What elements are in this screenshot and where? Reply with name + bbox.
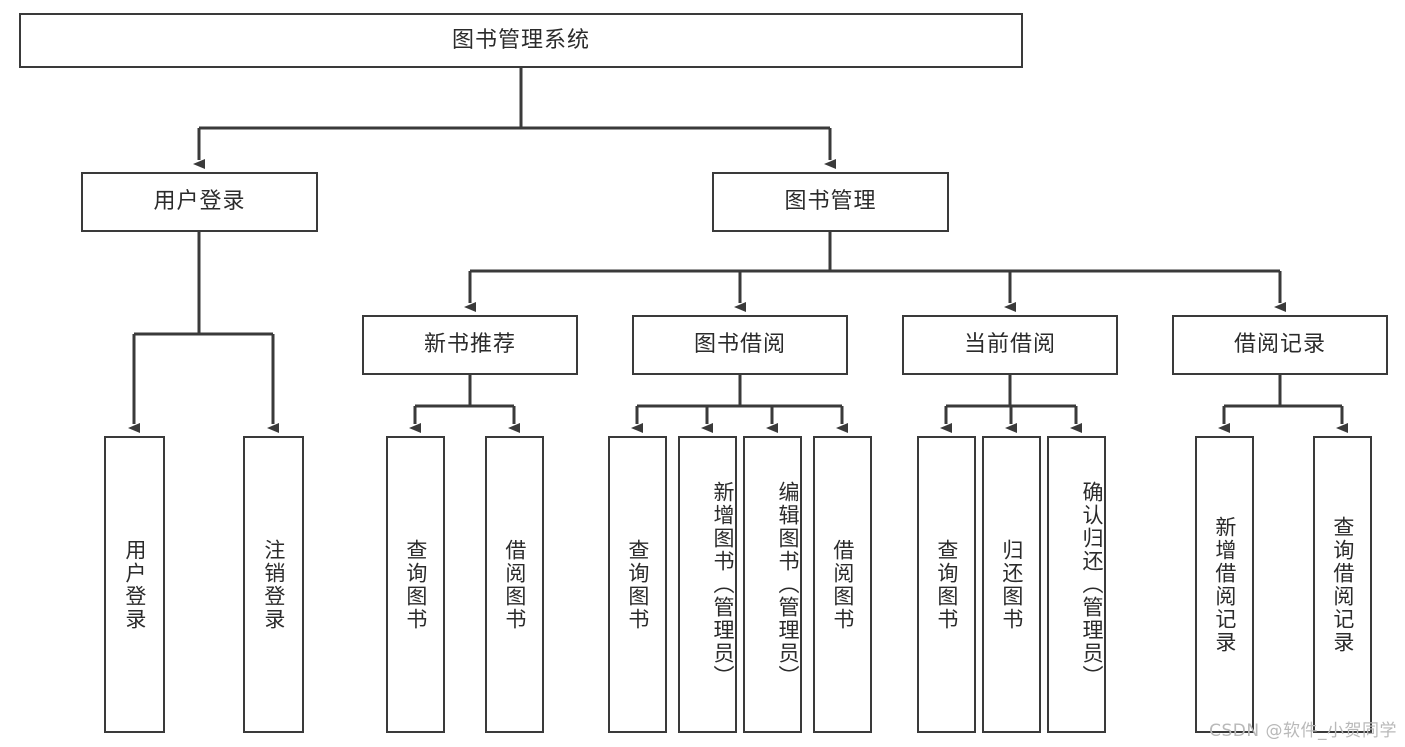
node-leaf-confirm-return-label: 确认归还（管理员）	[1080, 481, 1104, 688]
node-borrow-record-label: 借阅记录	[1233, 332, 1326, 358]
node-leaf-query-record[interactable]: 查询借阅记录	[1313, 436, 1372, 733]
node-leaf-borrow-book-2[interactable]: 借阅图书	[813, 436, 872, 733]
node-current-borrow-label: 当前借阅	[963, 332, 1056, 358]
node-leaf-query-book-3[interactable]: 查询图书	[917, 436, 976, 733]
node-leaf-add-book-label: 新增图书（管理员）	[711, 481, 735, 688]
node-book-management[interactable]: 图书管理	[712, 172, 949, 232]
node-leaf-query-book-1[interactable]: 查询图书	[386, 436, 445, 733]
node-book-borrow-label: 图书借阅	[693, 332, 786, 358]
node-leaf-user-login[interactable]: 用户登录	[104, 436, 165, 733]
node-leaf-confirm-return[interactable]: 确认归还（管理员）	[1047, 436, 1106, 733]
node-root[interactable]: 图书管理系统	[19, 13, 1023, 68]
node-new-book-recommend[interactable]: 新书推荐	[362, 315, 578, 375]
node-leaf-borrow-book-2-label: 借阅图书	[830, 538, 855, 631]
node-book-management-label: 图书管理	[784, 189, 877, 215]
node-book-borrow[interactable]: 图书借阅	[632, 315, 848, 375]
node-leaf-add-record[interactable]: 新增借阅记录	[1195, 436, 1254, 733]
node-leaf-user-login-label: 用户登录	[122, 538, 147, 631]
node-leaf-query-book-2[interactable]: 查询图书	[608, 436, 667, 733]
node-leaf-query-record-label: 查询借阅记录	[1330, 515, 1355, 654]
node-leaf-edit-book[interactable]: 编辑图书（管理员）	[743, 436, 802, 733]
node-leaf-borrow-book-1-label: 借阅图书	[502, 538, 527, 631]
node-leaf-edit-book-label: 编辑图书（管理员）	[776, 481, 800, 688]
node-leaf-add-book[interactable]: 新增图书（管理员）	[678, 436, 737, 733]
node-leaf-query-book-2-label: 查询图书	[625, 538, 650, 631]
node-user-login-label: 用户登录	[153, 189, 246, 215]
node-new-book-recommend-label: 新书推荐	[423, 332, 516, 358]
node-leaf-add-record-label: 新增借阅记录	[1212, 515, 1237, 654]
node-leaf-query-book-3-label: 查询图书	[934, 538, 959, 631]
node-leaf-return-book-label: 归还图书	[999, 538, 1024, 631]
node-leaf-user-logout-label: 注销登录	[261, 538, 286, 631]
node-current-borrow[interactable]: 当前借阅	[902, 315, 1118, 375]
node-leaf-return-book[interactable]: 归还图书	[982, 436, 1041, 733]
node-root-label: 图书管理系统	[451, 27, 590, 53]
node-leaf-query-book-1-label: 查询图书	[403, 538, 428, 631]
node-user-login[interactable]: 用户登录	[81, 172, 318, 232]
node-leaf-borrow-book-1[interactable]: 借阅图书	[485, 436, 544, 733]
watermark: CSDN @软件_小贺同学	[1209, 721, 1397, 741]
node-borrow-record[interactable]: 借阅记录	[1172, 315, 1388, 375]
node-leaf-user-logout[interactable]: 注销登录	[243, 436, 304, 733]
